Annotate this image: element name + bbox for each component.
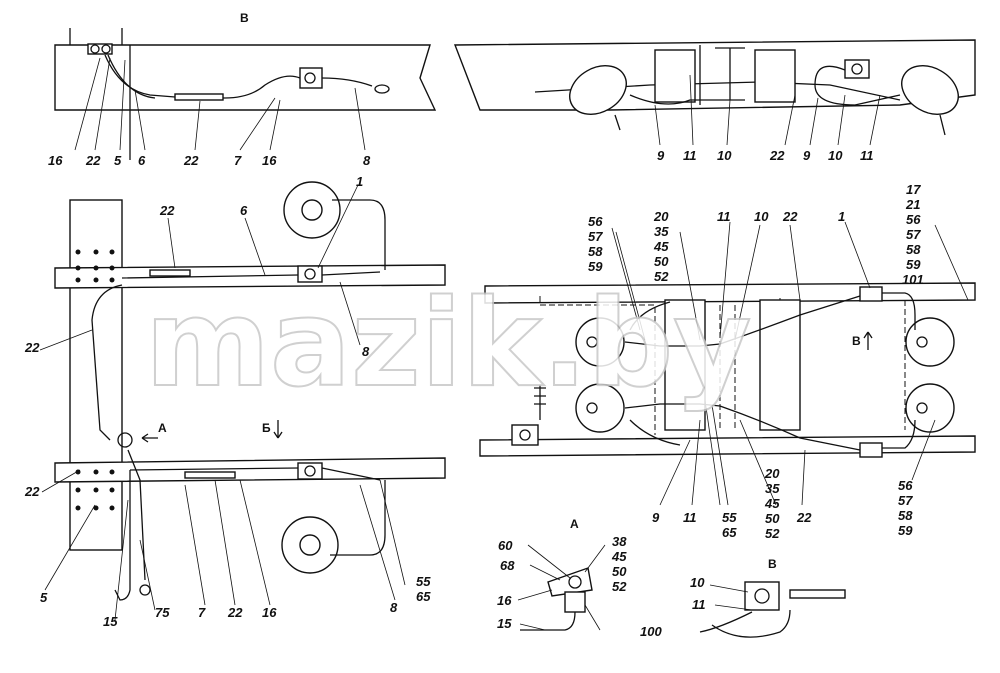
top-right-labels: 9 11 10 22 9 10 11	[657, 148, 874, 163]
top-right-view	[453, 39, 976, 146]
detail-a	[517, 544, 606, 631]
label: 22	[24, 484, 40, 499]
label: 35	[765, 481, 780, 496]
arrow-b-left	[273, 420, 283, 439]
label: 8	[362, 344, 370, 359]
label: 16	[48, 153, 63, 168]
arrow-a	[141, 433, 158, 443]
arrow-a-label: А	[158, 421, 167, 435]
label: 22	[227, 605, 243, 620]
label: 35	[654, 224, 669, 239]
top-left-labels: 16 22 5 6 22 7 16 8	[48, 153, 371, 168]
label: 75	[155, 605, 170, 620]
arrow-b-left-label: Б	[262, 421, 271, 435]
arrow-b-right	[863, 331, 873, 350]
label: 56	[906, 212, 921, 227]
label: 50	[612, 564, 627, 579]
label: 55	[722, 510, 737, 525]
label: 59	[906, 257, 921, 272]
label: 7	[234, 153, 242, 168]
label: 58	[588, 244, 603, 259]
label: 68	[500, 558, 515, 573]
label: 22	[24, 340, 40, 355]
label: 8	[363, 153, 371, 168]
label: 57	[898, 493, 913, 508]
right-main-view	[479, 221, 976, 506]
label: 57	[906, 227, 921, 242]
label: 15	[497, 616, 512, 631]
label: 50	[765, 511, 780, 526]
top-left-view	[54, 28, 437, 160]
label: 56	[898, 478, 913, 493]
arrow-b-right-label: В	[852, 334, 861, 348]
detail-a-labels: 60 68 16 15 38 45 50 52 100	[497, 534, 662, 639]
label: 5	[114, 153, 122, 168]
left-main-labels: 22 6 1 8 22 22 5 15 75 7 22 16 8 55 65	[24, 174, 431, 629]
label: 45	[611, 549, 627, 564]
label: 59	[898, 523, 913, 538]
label: 10	[690, 575, 705, 590]
label: 20	[764, 466, 780, 481]
label: 22	[782, 209, 798, 224]
label: 16	[497, 593, 512, 608]
label: 10	[828, 148, 843, 163]
label: 45	[653, 239, 669, 254]
label: 6	[240, 203, 248, 218]
label: 10	[717, 148, 732, 163]
label: 11	[717, 209, 731, 224]
watermark: mazik.by	[145, 275, 752, 414]
label: 8	[390, 600, 398, 615]
label: 38	[612, 534, 627, 549]
label: 59	[588, 259, 603, 274]
label: 20	[653, 209, 669, 224]
label: 60	[498, 538, 513, 553]
label: 52	[765, 526, 780, 541]
view-b-top-title: В	[240, 11, 249, 25]
label: 9	[803, 148, 811, 163]
label: 58	[906, 242, 921, 257]
label: 57	[588, 229, 603, 244]
label: 101	[902, 272, 924, 287]
label: 10	[754, 209, 769, 224]
label: 21	[905, 197, 920, 212]
label: 11	[683, 510, 697, 525]
label: 16	[262, 153, 277, 168]
label: 50	[654, 254, 669, 269]
label: 55	[416, 574, 431, 589]
label: 56	[588, 214, 603, 229]
view-a-title: А	[570, 517, 579, 531]
label: 45	[764, 496, 780, 511]
detail-b	[699, 581, 846, 638]
label: 16	[262, 605, 277, 620]
label: 22	[183, 153, 199, 168]
label: 1	[838, 209, 845, 224]
label: 22	[769, 148, 785, 163]
right-main-labels: 56 57 58 59 20 35 45 50 52 11 10 22 1 17…	[588, 182, 924, 541]
label: 1	[356, 174, 363, 189]
label: 11	[692, 597, 706, 612]
label: 22	[796, 510, 812, 525]
label: 9	[652, 510, 660, 525]
label: 9	[657, 148, 665, 163]
label: 22	[159, 203, 175, 218]
label: 100	[640, 624, 662, 639]
label: 6	[138, 153, 146, 168]
label: 11	[683, 148, 697, 163]
label: 22	[85, 153, 101, 168]
detail-b-labels: 10 11	[690, 575, 706, 612]
label: 17	[906, 182, 921, 197]
left-main-view	[39, 181, 446, 621]
label: 7	[198, 605, 206, 620]
label: 5	[40, 590, 48, 605]
label: 65	[722, 525, 737, 540]
label: 15	[103, 614, 118, 629]
label: 11	[860, 148, 874, 163]
label: 58	[898, 508, 913, 523]
label: 65	[416, 589, 431, 604]
label: 52	[654, 269, 669, 284]
view-b-detail-title: В	[768, 557, 777, 571]
label: 52	[612, 579, 627, 594]
